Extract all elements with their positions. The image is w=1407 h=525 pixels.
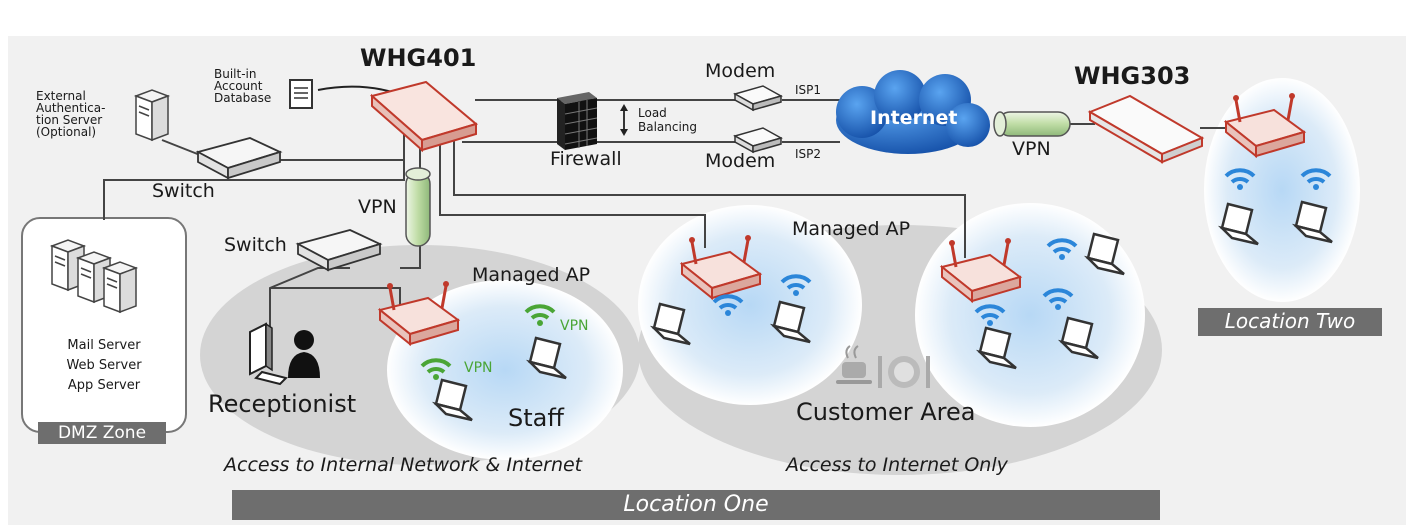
firewall-label: Firewall (550, 148, 622, 170)
access-internet-label: Access to Internet Only (786, 454, 1008, 476)
vpn-tag-2: VPN (560, 318, 589, 334)
internet-cloud (836, 70, 990, 154)
access-internal-label: Access to Internal Network & Internet (224, 454, 583, 476)
load-balancing-label: Load Balancing (638, 106, 698, 134)
modem-bottom-device (733, 127, 783, 154)
remote-wifi-bubble (1204, 78, 1360, 302)
auth-server-device (135, 89, 169, 141)
managed-ap-customer-label: Managed AP (792, 218, 911, 240)
modem-bottom-label: Modem (705, 150, 776, 172)
switch-top-label: Switch (152, 180, 215, 202)
managed-ap-staff-label: Managed AP (472, 264, 591, 286)
isp2-label: ISP2 (795, 147, 822, 161)
vpn-tag-1: VPN (464, 360, 493, 376)
database-icon (289, 79, 313, 109)
location-one-label: Location One (623, 492, 769, 517)
receptionist-icon (249, 322, 320, 386)
internet-label: Internet (870, 107, 958, 129)
ap2-wifi-bubble (915, 203, 1145, 427)
firewall-device (557, 92, 598, 150)
vpn-remote-label: VPN (1012, 138, 1051, 160)
receptionist-label: Receptionist (208, 390, 357, 418)
dmz-label-bar (38, 422, 166, 444)
customer-area-label: Customer Area (796, 398, 976, 426)
vpn-tunnel-remote (993, 111, 1071, 137)
vpn-local-label: VPN (358, 196, 397, 218)
location-one-bar (232, 490, 1160, 520)
staff-label: Staff (508, 404, 564, 432)
location-two-bar (1198, 308, 1382, 336)
dining-plate-icon (878, 356, 930, 388)
dmz-servers-label: Mail Server Web Server App Server (66, 338, 142, 393)
coffee-cup-icon (836, 345, 872, 384)
location-two-label: Location Two (1224, 309, 1356, 333)
whg401-device (369, 80, 479, 153)
modem-top-device (733, 85, 783, 112)
dmz-box (21, 217, 187, 433)
isp1-label: ISP1 (795, 83, 822, 97)
builtin-db-label: Built-in Account Database (214, 67, 272, 105)
modem-top-label: Modem (705, 60, 776, 82)
whg401-label: WHG401 (360, 44, 477, 72)
whg303-device (1087, 94, 1205, 164)
whg303-label: WHG303 (1074, 62, 1191, 90)
auth-server-label: External Authentica- tion Server (Option… (36, 89, 106, 139)
dmz-zone-label: DMZ Zone (57, 423, 147, 443)
vpn-tunnel-local (405, 167, 431, 247)
switch-lower-label: Switch (224, 234, 287, 256)
